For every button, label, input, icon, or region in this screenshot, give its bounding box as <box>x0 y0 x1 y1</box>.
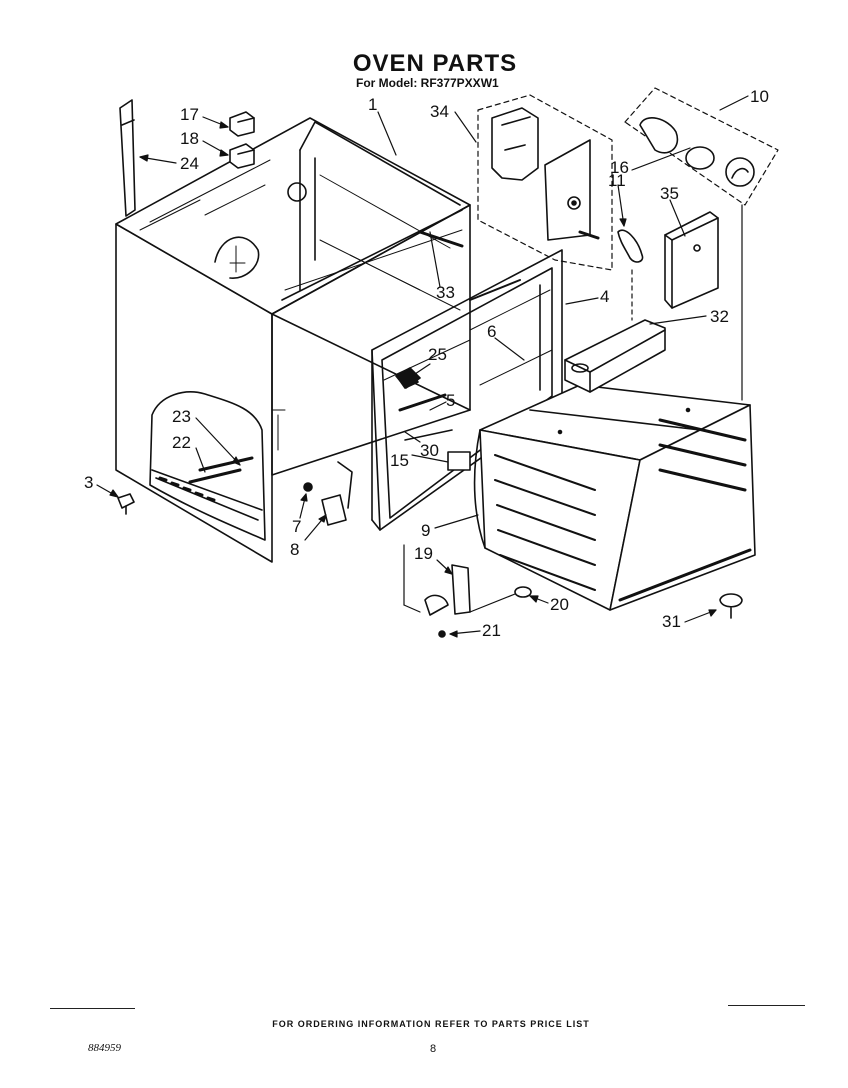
small-block-18 <box>229 143 255 169</box>
callout-30: 30 <box>420 441 439 460</box>
small-block-17 <box>229 111 255 137</box>
dashed-group-10 <box>624 87 779 401</box>
model-subtitle: For Model: RF377PXXW1 <box>356 76 499 90</box>
dashed-group-34 <box>477 94 613 271</box>
page-title: OVEN PARTS <box>352 50 518 77</box>
callout-16: 16 <box>610 158 629 177</box>
bracket-strip-24 <box>119 99 136 217</box>
heat-shield-32 <box>564 319 666 393</box>
callout-11: 11 <box>608 171 626 190</box>
screw-20 <box>514 586 532 598</box>
callout-23: 23 <box>172 407 191 426</box>
callout-24: 24 <box>180 154 199 173</box>
callout-10: 10 <box>750 87 769 106</box>
page-number: 8 <box>430 1043 437 1055</box>
callout-19: 19 <box>414 544 433 563</box>
callout-3: 3 <box>84 473 94 492</box>
callout-8: 8 <box>290 540 300 559</box>
callout-22: 22 <box>172 433 191 452</box>
callout-1: 1 <box>368 95 378 114</box>
callout-21: 21 <box>482 621 501 640</box>
callout-5: 5 <box>446 391 456 410</box>
oven-liner <box>473 384 756 611</box>
connector-16 <box>617 229 644 321</box>
oven-body-cabinet <box>115 117 471 563</box>
callout-35: 35 <box>660 184 679 203</box>
callout-6: 6 <box>487 322 497 341</box>
part-25 <box>395 367 421 389</box>
leader-lines <box>96 95 749 638</box>
ordering-note: FOR ORDERING INFORMATION REFER TO PARTS … <box>272 1019 590 1029</box>
washer-7 <box>303 482 313 492</box>
screw-3 <box>117 493 135 515</box>
callout-15: 15 <box>390 451 409 470</box>
footer-rule-left <box>50 1008 135 1009</box>
callout-4: 4 <box>600 287 610 306</box>
callout-9: 9 <box>421 521 431 540</box>
callout-17: 17 <box>180 105 199 124</box>
screw-31 <box>719 593 743 619</box>
callout-33: 33 <box>436 283 455 302</box>
callout-32: 32 <box>710 307 729 326</box>
document-code: 884959 <box>88 1042 121 1054</box>
callout-20: 20 <box>550 595 569 614</box>
callout-31: 31 <box>662 612 681 631</box>
panel-35 <box>664 211 719 309</box>
clip-8 <box>321 461 353 526</box>
igniter-19 <box>403 544 471 616</box>
callout-7: 7 <box>292 517 302 536</box>
callout-34: 34 <box>430 102 449 121</box>
callout-25: 25 <box>428 345 447 364</box>
callout-18: 18 <box>180 129 199 148</box>
footer-rule-right <box>728 1005 805 1006</box>
screw-21 <box>438 630 446 638</box>
